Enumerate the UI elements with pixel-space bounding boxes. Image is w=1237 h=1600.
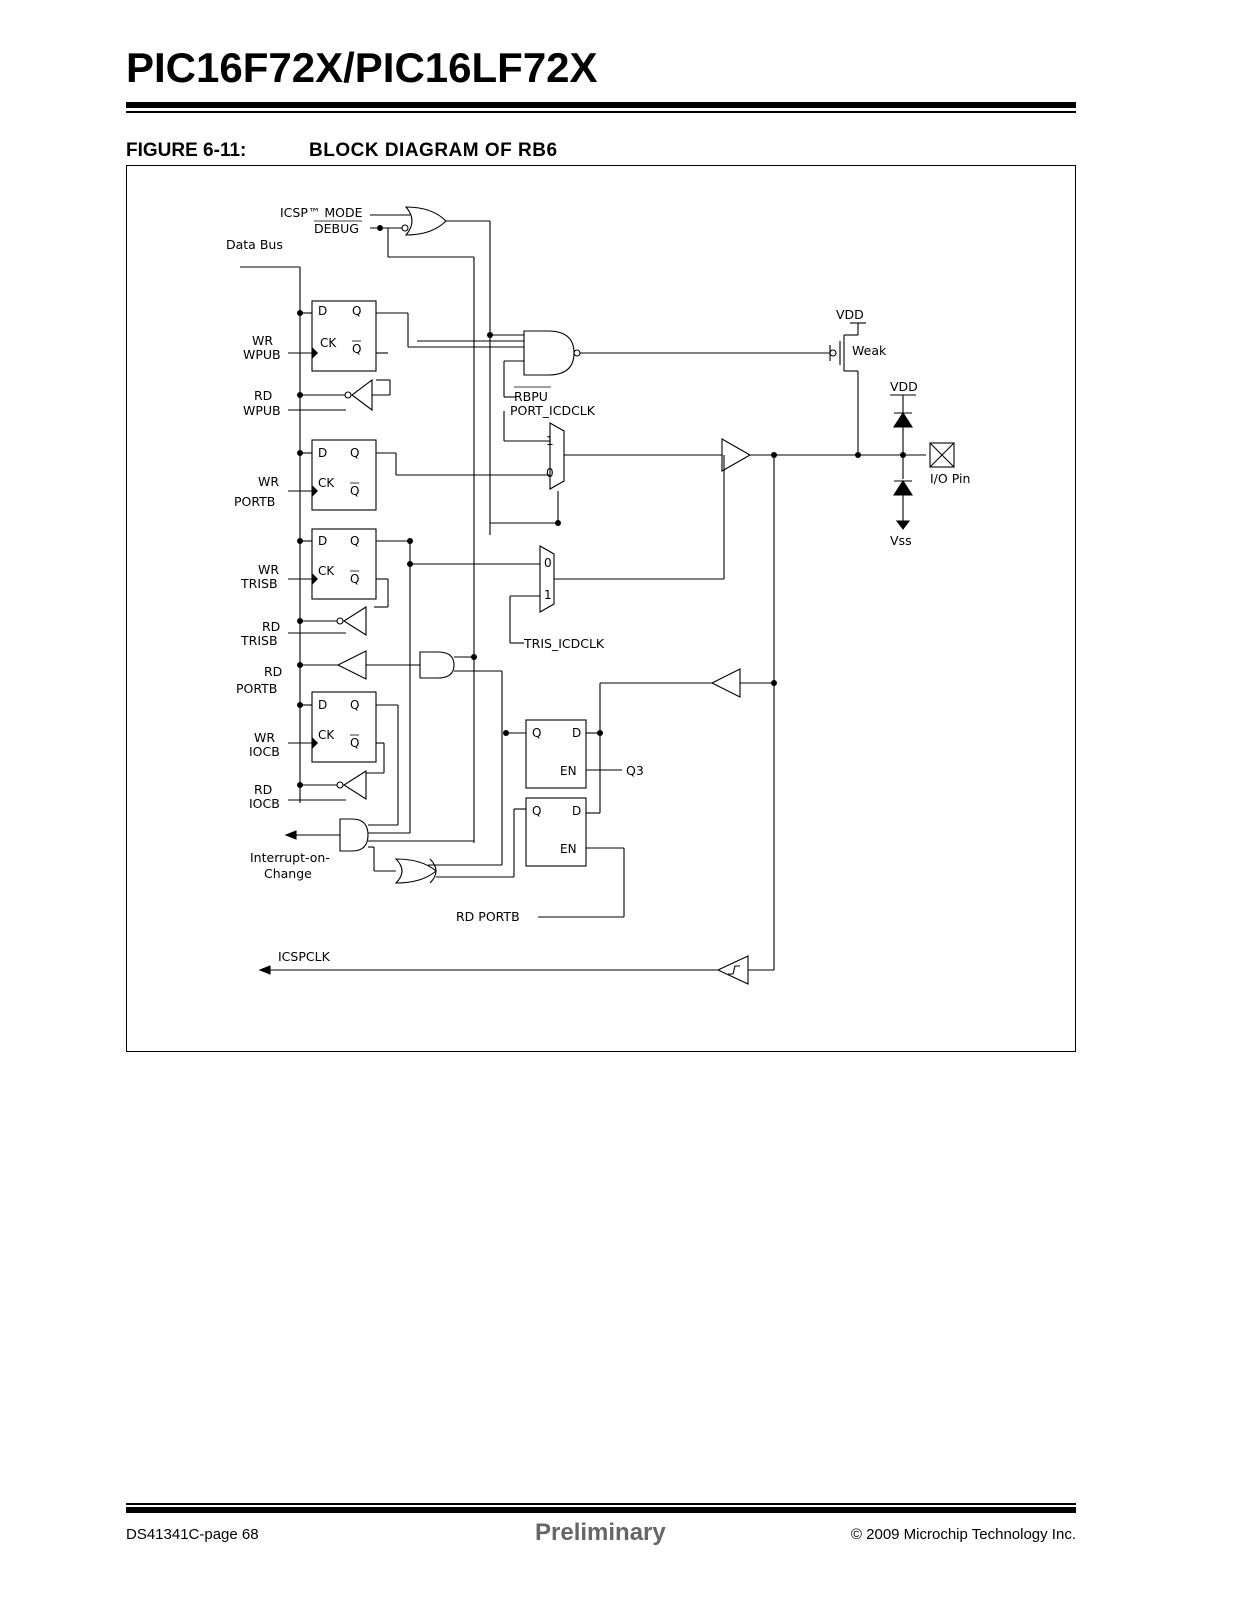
dff2-q: Q xyxy=(350,446,359,460)
dff3-qbar: Q xyxy=(350,572,359,586)
dff4-ck: CK xyxy=(318,728,335,742)
mux1-in0: 0 xyxy=(546,466,554,480)
label-port-icdclk: PORT_ICDCLK xyxy=(510,403,596,418)
label-portb: PORTB xyxy=(234,494,275,509)
dff3-q: Q xyxy=(350,534,359,548)
dff4-qbar: Q xyxy=(350,736,359,750)
footer-copyright: © 2009 Microchip Technology Inc. xyxy=(850,1526,1076,1543)
mux1-in1: 1 xyxy=(546,434,554,448)
label-vss: Vss xyxy=(890,533,912,548)
label-portb-2: PORTB xyxy=(236,681,277,696)
dff2-ck: CK xyxy=(318,476,335,490)
dff1-qbar: Q xyxy=(352,342,361,356)
label-vdd-weak: VDD xyxy=(836,307,864,322)
header-rule-thick xyxy=(126,102,1076,108)
dff3-d: D xyxy=(318,534,327,548)
label-wr-wpub: WR xyxy=(252,333,273,348)
mux2-in1: 1 xyxy=(544,588,552,602)
label-vdd-diode: VDD xyxy=(890,379,918,394)
latch2-en: EN xyxy=(560,842,577,856)
label-debug: DEBUG xyxy=(314,221,359,236)
dff1-ck: CK xyxy=(320,336,337,350)
label-wr-trisb: WR xyxy=(258,562,279,577)
dff4-d: D xyxy=(318,698,327,712)
label-wr-portb: WR xyxy=(258,474,279,489)
latch2-q: Q xyxy=(532,804,541,818)
label-rd-wpub: RD xyxy=(254,388,272,403)
mux2-in0: 0 xyxy=(544,556,552,570)
label-icsp-mode: ICSP™ MODE xyxy=(280,205,363,220)
label-rbpu: RBPU xyxy=(514,389,548,404)
dff3-ck: CK xyxy=(318,564,335,578)
footer-preliminary: Preliminary xyxy=(535,1519,666,1546)
label-iocb: IOCB xyxy=(249,744,280,759)
dff1-d: D xyxy=(318,304,327,318)
label-rd-iocb: RD xyxy=(254,782,272,797)
footer-rule-thin xyxy=(126,1507,1076,1513)
block-diagram: ICSP™ MODE DEBUG Data Bus WR WPUB RD WPU… xyxy=(126,165,1076,1052)
label-icspclk: ICSPCLK xyxy=(278,949,331,964)
label-trisb-2: TRISB xyxy=(240,633,278,648)
page-title: PIC16F72X/PIC16LF72X xyxy=(126,44,598,91)
label-tris-icdclk: TRIS_ICDCLK xyxy=(523,636,605,651)
label-iocb-2: IOCB xyxy=(249,796,280,811)
label-wr-iocb: WR xyxy=(254,730,275,745)
label-trisb: TRISB xyxy=(240,576,278,591)
dff2-d: D xyxy=(318,446,327,460)
dff2-qbar: Q xyxy=(350,484,359,498)
dff1-q: Q xyxy=(352,304,361,318)
label-rd-trisb: RD xyxy=(262,619,280,634)
latch1-d: D xyxy=(572,726,581,740)
label-io-pin: I/O Pin xyxy=(930,471,970,486)
figure-label: FIGURE 6-11: xyxy=(126,140,247,161)
label-interrupt-on: Interrupt-on- xyxy=(250,850,330,865)
latch1-en: EN xyxy=(560,764,577,778)
label-rd-portb-latch: RD PORTB xyxy=(456,909,520,924)
label-wpub: WPUB xyxy=(243,347,281,362)
label-change: Change xyxy=(264,866,312,881)
footer-rule-thick xyxy=(126,1503,1076,1505)
figure-title: BLOCK DIAGRAM OF RB6 xyxy=(309,140,558,161)
label-weak: Weak xyxy=(852,343,887,358)
footer-doc-page: DS41341C-page 68 xyxy=(126,1526,259,1543)
latch1-q: Q xyxy=(532,726,541,740)
label-rd-portb: RD xyxy=(264,664,282,679)
dff4-q: Q xyxy=(350,698,359,712)
label-data-bus: Data Bus xyxy=(226,237,283,252)
header-rule-thin xyxy=(126,111,1076,113)
latch2-d: D xyxy=(572,804,581,818)
label-q3: Q3 xyxy=(626,763,644,778)
label-wpub-2: WPUB xyxy=(243,403,281,418)
